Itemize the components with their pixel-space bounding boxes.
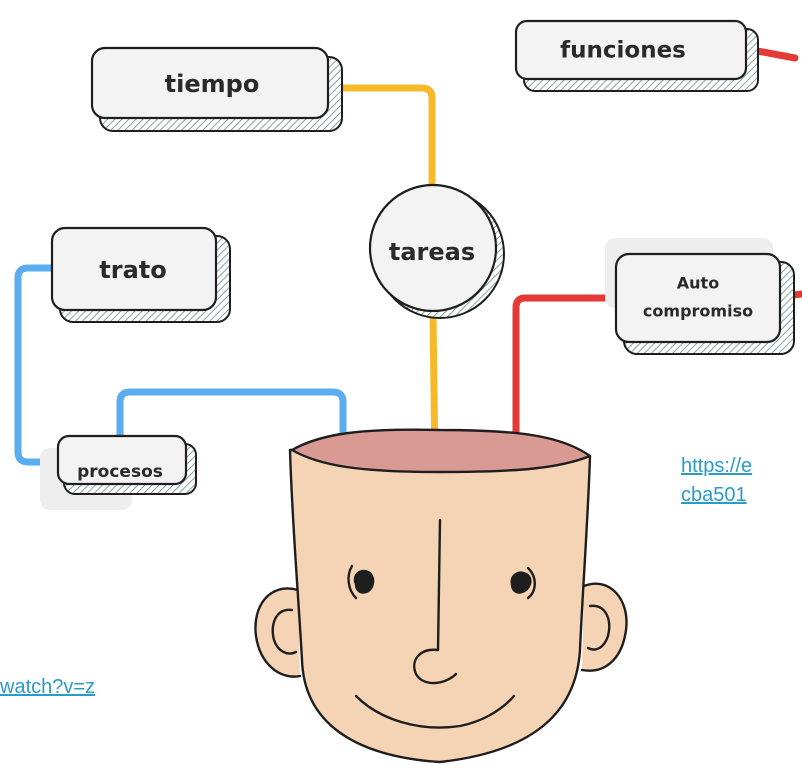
link-url-left[interactable]: watch?v=z (0, 676, 96, 698)
node-tareas-label: tareas (389, 238, 475, 266)
link-url-right-line2[interactable]: cba501 (681, 484, 747, 506)
link-url-right-line1[interactable]: https://e (681, 455, 753, 477)
connectors (14, 46, 802, 472)
node-funciones: funciones (514, 19, 759, 92)
head-face (288, 448, 592, 764)
node-auto-compromiso-line2: compromiso (643, 302, 753, 321)
connector-tiempo-tareas (329, 84, 436, 209)
right-eye (510, 571, 532, 594)
head-illustration (254, 428, 628, 764)
head-interior (290, 428, 592, 474)
connector-trato-procesos (14, 264, 56, 466)
node-procesos: procesos (40, 434, 197, 510)
node-auto-compromiso: Auto compromiso (605, 238, 795, 355)
node-funciones-label: funciones (560, 38, 686, 64)
right-brow (526, 566, 536, 600)
node-auto-compromiso-line1: Auto (677, 274, 719, 293)
right-ear (580, 582, 628, 672)
connector-procesos-head (116, 388, 347, 472)
node-tiempo-label: tiempo (165, 70, 260, 98)
connector-funciones-right (748, 46, 799, 62)
node-tiempo: tiempo (90, 46, 343, 132)
node-tareas: tareas (368, 183, 505, 319)
left-ear (254, 587, 302, 678)
nose (413, 518, 458, 685)
left-ear-detail (271, 608, 298, 655)
node-trato: trato (50, 226, 231, 323)
left-brow (347, 564, 358, 600)
left-eye (353, 569, 375, 594)
node-trato-label: trato (99, 256, 166, 284)
node-procesos-label: procesos (77, 462, 163, 482)
right-ear-detail (586, 604, 611, 651)
mouth (354, 694, 516, 729)
connector-autocompromiso-head (512, 294, 618, 472)
